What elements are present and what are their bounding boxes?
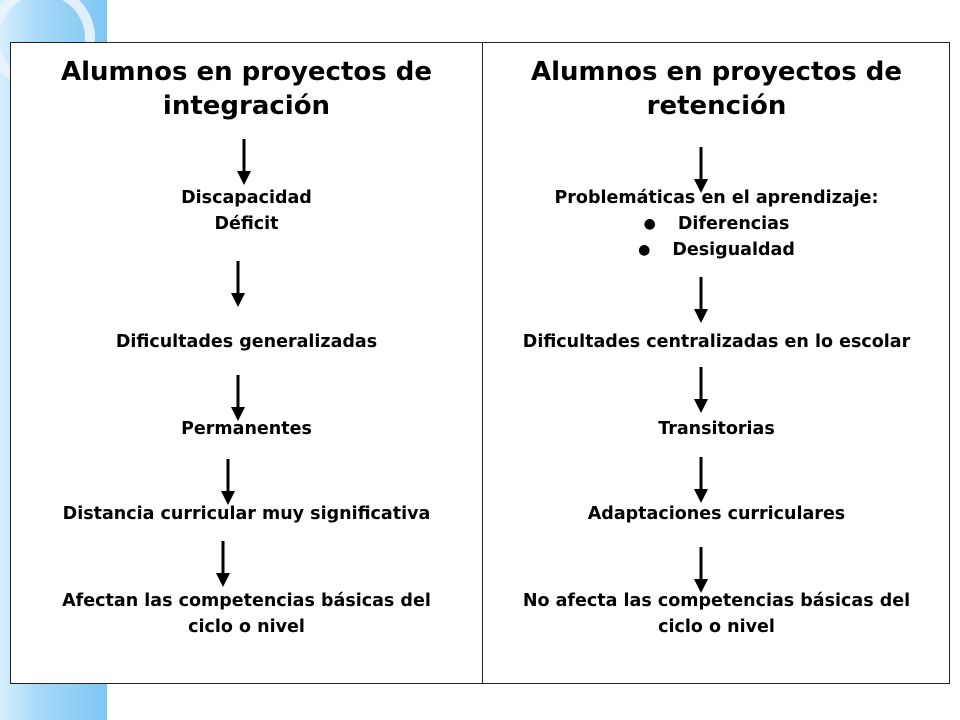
node-left-5-line-1: Afectan las competencias básicas del [62,591,431,611]
arrow-down-icon [216,541,230,587]
node-right-3-line-1: Transitorias [658,419,775,439]
node-left-5-line-2: ciclo o nivel [188,617,305,637]
node-right-5: No afecta las competencias básicas del c… [483,588,950,640]
arrow-down-icon [221,459,235,505]
arrow-down-icon [231,261,245,307]
bullet-item-label: Desigualdad [672,240,795,260]
arrow-down-icon [694,147,708,193]
arrow-down-icon [237,139,251,185]
node-right-4-line-1: Adaptaciones curriculares [587,504,846,524]
arrow-down-icon [694,547,708,593]
node-right-2-line-1: Dificultades centralizadas en lo escolar [522,332,911,352]
node-left-4-line-1: Distancia curricular muy significativa [62,504,431,524]
node-left-1-line-2: Déficit [214,214,279,234]
header-retencion: Alumnos en proyectos de retención [483,55,950,123]
node-left-3-line-1: Permanentes [181,419,312,439]
node-left-2-line-1: Dificultades generalizadas [115,332,378,352]
node-left-1-line-1: Discapacidad [181,188,312,208]
node-left-4: Distancia curricular muy significativa [11,501,482,527]
column-integracion: Alumnos en proyectos de integración Disc… [11,43,482,683]
arrow-down-icon [694,457,708,503]
column-divider [482,43,483,683]
node-right-5-line-2: ciclo o nivel [658,617,775,637]
bullet-item-label: Diferencias [677,214,790,234]
node-right-1-line-1: Problemáticas en el aprendizaje: [554,188,879,208]
node-left-2: Dificultades generalizadas [11,329,482,355]
column-retencion: Alumnos en proyectos de retención Proble… [483,43,950,683]
arrow-down-icon [231,375,245,421]
header-retencion-text: Alumnos en proyectos de retención [530,57,903,121]
comparison-table: Alumnos en proyectos de integración Disc… [10,42,950,684]
bullet-item: ● Desigualdad [483,237,950,263]
arrow-down-icon [694,367,708,413]
bullet-dot-icon: ● [638,242,651,258]
node-left-5: Afectan las competencias básicas del cic… [11,588,482,640]
node-left-1: Discapacidad Déficit [11,185,482,237]
bullet-item: ● Diferencias [483,211,950,237]
node-right-1: Problemáticas en el aprendizaje: ● Difere… [483,185,950,263]
node-right-1-bullets: ● Diferencias ● Desigualdad [483,211,950,263]
node-right-2: Dificultades centralizadas en lo escolar [483,329,950,355]
node-right-5-line-1: No afecta las competencias básicas del [522,591,911,611]
header-integracion-text: Alumnos en proyectos de integración [60,57,433,121]
node-right-4: Adaptaciones curriculares [483,501,950,527]
arrow-down-icon [694,277,708,323]
header-integracion: Alumnos en proyectos de integración [11,55,482,123]
node-right-3: Transitorias [483,416,950,442]
bullet-dot-icon: ● [643,216,656,232]
node-left-3: Permanentes [11,416,482,442]
